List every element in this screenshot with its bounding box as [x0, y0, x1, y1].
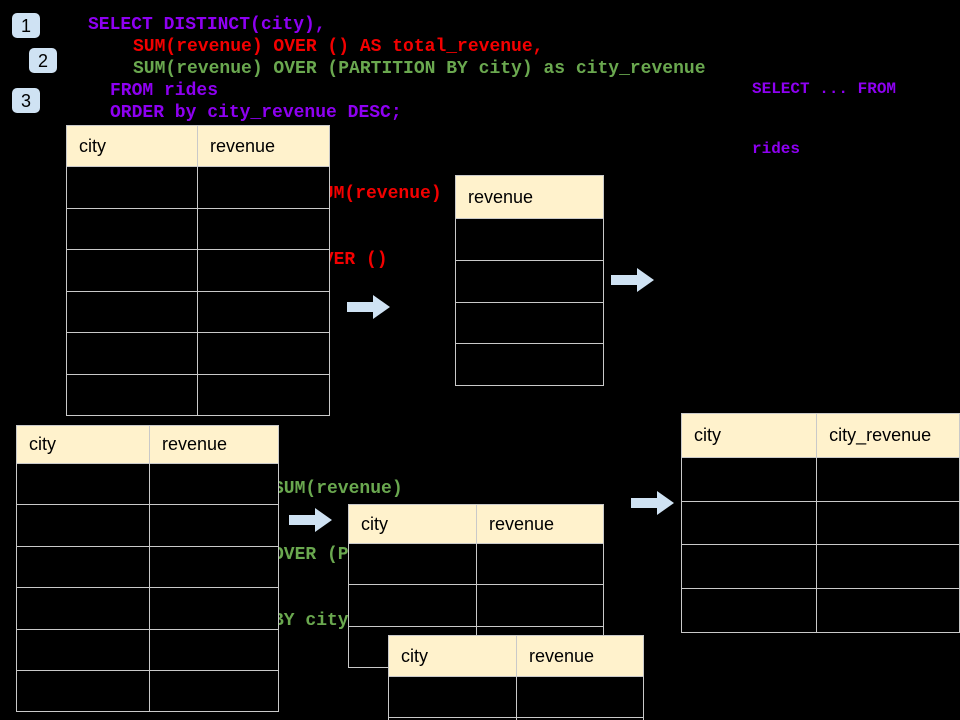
- table-cell: [680, 544, 818, 590]
- flow-arrow-total-out-icon: [611, 268, 654, 292]
- table-cell: [680, 500, 818, 546]
- step-badge-1-label: 1: [20, 15, 31, 36]
- table-cell: [149, 504, 279, 547]
- column-header-revenue: revenue: [149, 425, 279, 464]
- table-cell: [197, 207, 330, 250]
- sql-line-select: SELECT DISTINCT(city),: [88, 15, 326, 35]
- table-cell: [816, 457, 960, 502]
- table-cell: [476, 542, 604, 586]
- flow-arrow-total-in-icon: [347, 295, 390, 319]
- flow-arrow-partition-out-icon: [631, 491, 674, 515]
- rides-source-table-bottom: city revenue: [16, 425, 279, 713]
- table-cell: [16, 669, 150, 713]
- step-badge-3-label: 3: [20, 90, 31, 111]
- total-revenue-table: revenue: [455, 175, 604, 387]
- table-cell: [388, 676, 517, 718]
- city-revenue-result-table: city city_revenue: [680, 413, 960, 633]
- column-header-city: city: [348, 504, 477, 544]
- table-cell: [197, 373, 330, 416]
- column-header-city: city: [680, 413, 818, 458]
- table-cell: [16, 587, 150, 630]
- table-cell: [197, 290, 330, 333]
- partition-table-2: city revenue: [388, 635, 644, 720]
- table-cell: [149, 669, 279, 713]
- sql-line-sum-over: SUM(revenue) OVER () AS total_revenue,: [133, 37, 544, 57]
- table-cell: [680, 457, 818, 502]
- table-cell: [516, 717, 644, 720]
- table-cell: [476, 584, 604, 627]
- table-cell: [16, 504, 150, 547]
- side-note-line-2: rides: [752, 140, 801, 158]
- flow-arrow-partition-in-icon: [289, 508, 332, 532]
- table-cell: [816, 544, 960, 590]
- table-cell: [66, 166, 198, 209]
- step-badge-1: 1: [12, 13, 40, 38]
- table-cell: [16, 628, 150, 671]
- sql-line-order-by: ORDER by city_revenue DESC;: [110, 103, 402, 123]
- column-header-city: city: [66, 125, 198, 167]
- window-total-label-line-1: SUM(revenue): [312, 184, 442, 204]
- column-header-revenue: revenue: [197, 125, 330, 167]
- table-cell: [455, 218, 604, 261]
- table-cell: [66, 290, 198, 333]
- table-cell: [348, 542, 477, 586]
- table-cell: [197, 332, 330, 375]
- table-cell: [455, 259, 604, 303]
- side-note: SELECT ... FROM rides: [752, 39, 896, 199]
- table-cell: [66, 332, 198, 375]
- step-badge-2: 2: [29, 48, 57, 73]
- table-cell: [197, 249, 330, 292]
- table-cell: [816, 500, 960, 546]
- column-header-revenue: revenue: [476, 504, 604, 544]
- window-partition-label-line-1: SUM(revenue): [273, 479, 403, 499]
- table-cell: [149, 462, 279, 506]
- column-header-revenue: revenue: [516, 635, 644, 677]
- table-cell: [149, 587, 279, 630]
- step-badge-2-label: 2: [37, 50, 48, 71]
- step-badge-3: 3: [12, 88, 40, 113]
- table-cell: [66, 207, 198, 250]
- side-note-line-1: SELECT ... FROM: [752, 80, 897, 98]
- table-cell: [16, 545, 150, 589]
- sql-line-from: FROM rides: [110, 81, 219, 101]
- window-total-label-line-2: OVER (): [312, 250, 388, 270]
- table-cell: [16, 462, 150, 506]
- column-header-revenue: revenue: [455, 175, 604, 219]
- column-header-city-revenue: city_revenue: [816, 413, 960, 458]
- rides-source-table-top: city revenue: [66, 125, 330, 416]
- table-cell: [66, 249, 198, 292]
- table-cell: [197, 166, 330, 209]
- table-cell: [516, 676, 644, 718]
- table-cell: [348, 584, 477, 627]
- column-header-city: city: [388, 635, 517, 677]
- sql-line-partition: SUM(revenue) OVER (PARTITION BY city) as…: [133, 59, 706, 79]
- table-cell: [149, 628, 279, 671]
- column-header-city: city: [16, 425, 150, 464]
- table-cell: [455, 343, 604, 387]
- table-cell: [66, 373, 198, 416]
- table-cell: [149, 545, 279, 589]
- table-cell: [455, 301, 604, 345]
- window-total-label: SUM(revenue) OVER (): [312, 139, 442, 315]
- table-cell: [816, 588, 960, 633]
- table-cell: [680, 588, 818, 633]
- partition-table-1: city revenue: [348, 504, 604, 668]
